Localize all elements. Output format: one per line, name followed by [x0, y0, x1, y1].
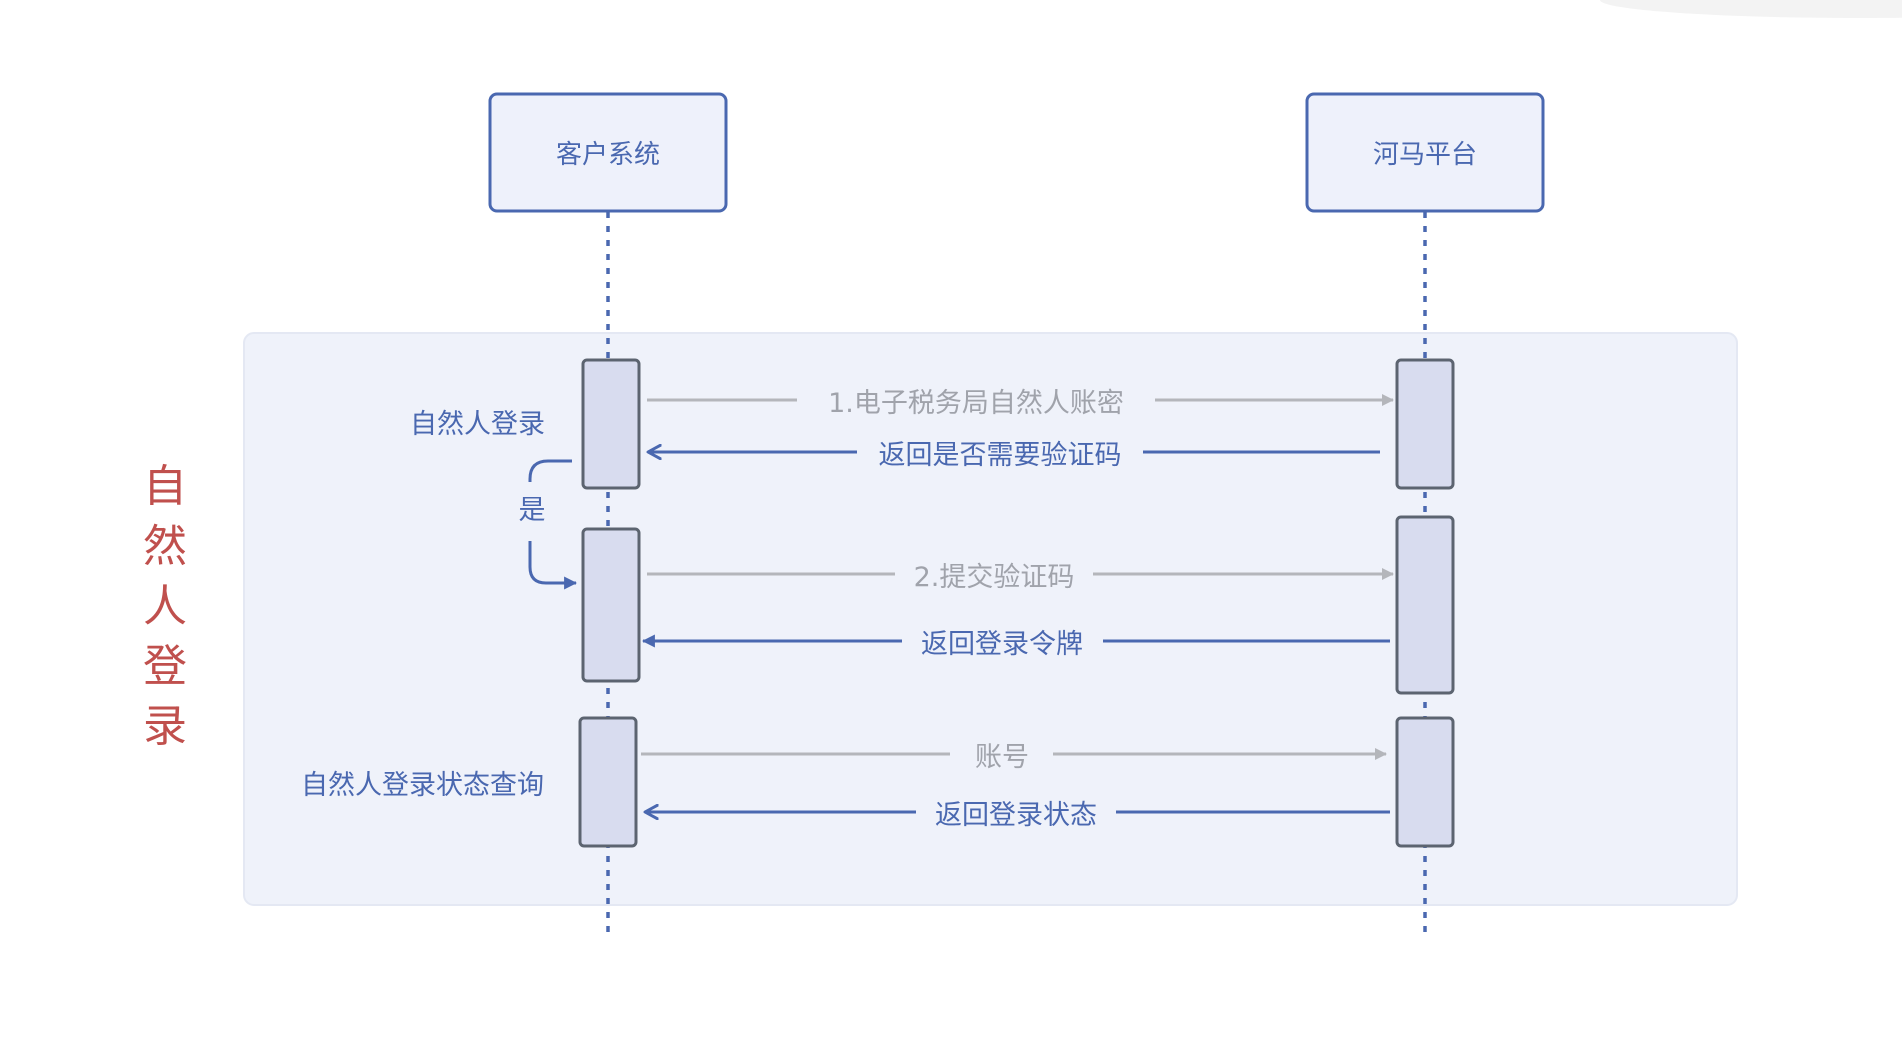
activation-right-3 [1395, 716, 1455, 848]
side-title-char: 自 [143, 461, 187, 512]
msg2-label: 返回是否需要验证码 [879, 440, 1122, 471]
msg6-label: 返回登录状态 [935, 800, 1097, 831]
note-login: 自然人登录 [410, 409, 545, 440]
side-title-char: 然 [143, 521, 187, 572]
yes-label: 是 [519, 495, 546, 526]
actor-hema-platform: 河马平台 [1305, 92, 1545, 213]
note-status-query: 自然人登录状态查询 [301, 770, 544, 801]
actor-left-label: 客户系统 [556, 140, 660, 170]
side-title-char: 登 [143, 641, 187, 692]
msg5-label: 账号 [975, 742, 1029, 773]
msg3-label: 2.提交验证码 [914, 562, 1075, 593]
actor-right-label: 河马平台 [1373, 140, 1477, 170]
activation-left-2 [581, 527, 641, 683]
corner-shadow [1600, 0, 1902, 18]
side-title: 自 然 人 登 录 [143, 461, 187, 752]
side-title-char: 录 [143, 701, 187, 752]
msg4-label: 返回登录令牌 [921, 629, 1083, 660]
actor-client-system: 客户系统 [488, 92, 728, 213]
activation-left-3 [578, 716, 638, 848]
activation-right-1 [1395, 358, 1455, 490]
yes-branch-top [528, 459, 572, 482]
msg1-label: 1.电子税务局自然人账密 [828, 388, 1124, 419]
side-title-char: 人 [143, 581, 187, 632]
activation-left-1 [581, 358, 641, 490]
yes-branch-arrow [528, 541, 578, 590]
activation-right-2 [1395, 515, 1455, 695]
